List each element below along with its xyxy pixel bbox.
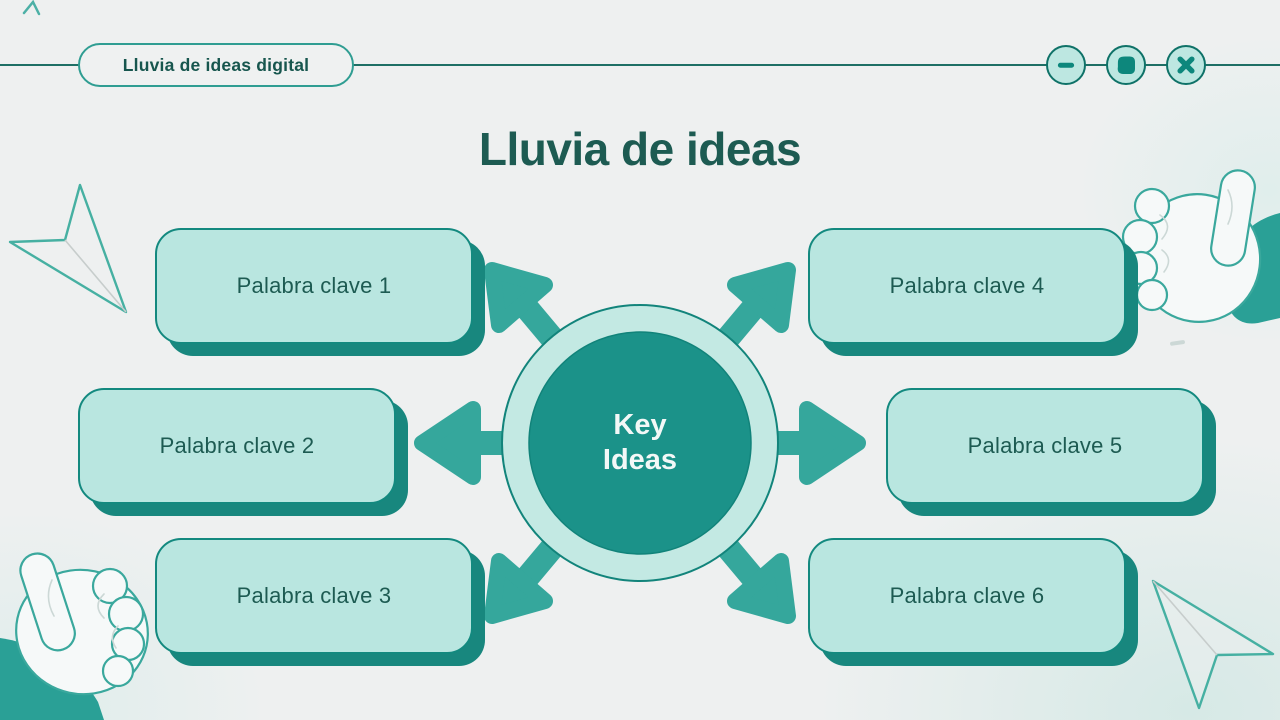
x-icon [1177, 56, 1195, 74]
center-node [501, 304, 779, 582]
keyword-box-3: Palabra clave 3 [155, 538, 473, 654]
keyword-box-4: Palabra clave 4 [808, 228, 1126, 344]
keyword-label: Palabra clave 5 [967, 433, 1123, 458]
sparkle-icon [1170, 340, 1185, 346]
window-tab: Lluvia de ideas digital [78, 43, 354, 87]
fist-icon [0, 552, 149, 720]
paper-plane-icon [1151, 579, 1275, 710]
minus-icon [1057, 62, 1075, 68]
keyword-label: Palabra clave 6 [889, 583, 1045, 608]
keyword-box-6: Palabra clave 6 [808, 538, 1126, 654]
keyword-box-2: Palabra clave 2 [78, 388, 396, 504]
paper-plane-icon [8, 183, 128, 314]
keyword-box-5: Palabra clave 5 [886, 388, 1204, 504]
keyword-label: Palabra clave 3 [236, 583, 392, 608]
close-button[interactable] [1166, 45, 1206, 85]
keyword-label: Palabra clave 4 [889, 273, 1045, 298]
window-divider-line [0, 64, 1280, 66]
slide-title: Lluvia de ideas [478, 123, 802, 175]
keyword-box-1: Palabra clave 1 [155, 228, 473, 344]
maximize-button[interactable] [1106, 45, 1146, 85]
window-tab-label: Lluvia de ideas digital [122, 54, 310, 75]
corner-mark-icon [22, 0, 41, 16]
keyword-label: Palabra clave 2 [159, 433, 315, 458]
window-controls [1046, 45, 1206, 85]
minimize-button[interactable] [1046, 45, 1086, 85]
rounded-square-icon [1117, 56, 1135, 74]
keyword-label: Palabra clave 1 [236, 273, 392, 298]
thumbs-up-icon [1121, 169, 1280, 324]
